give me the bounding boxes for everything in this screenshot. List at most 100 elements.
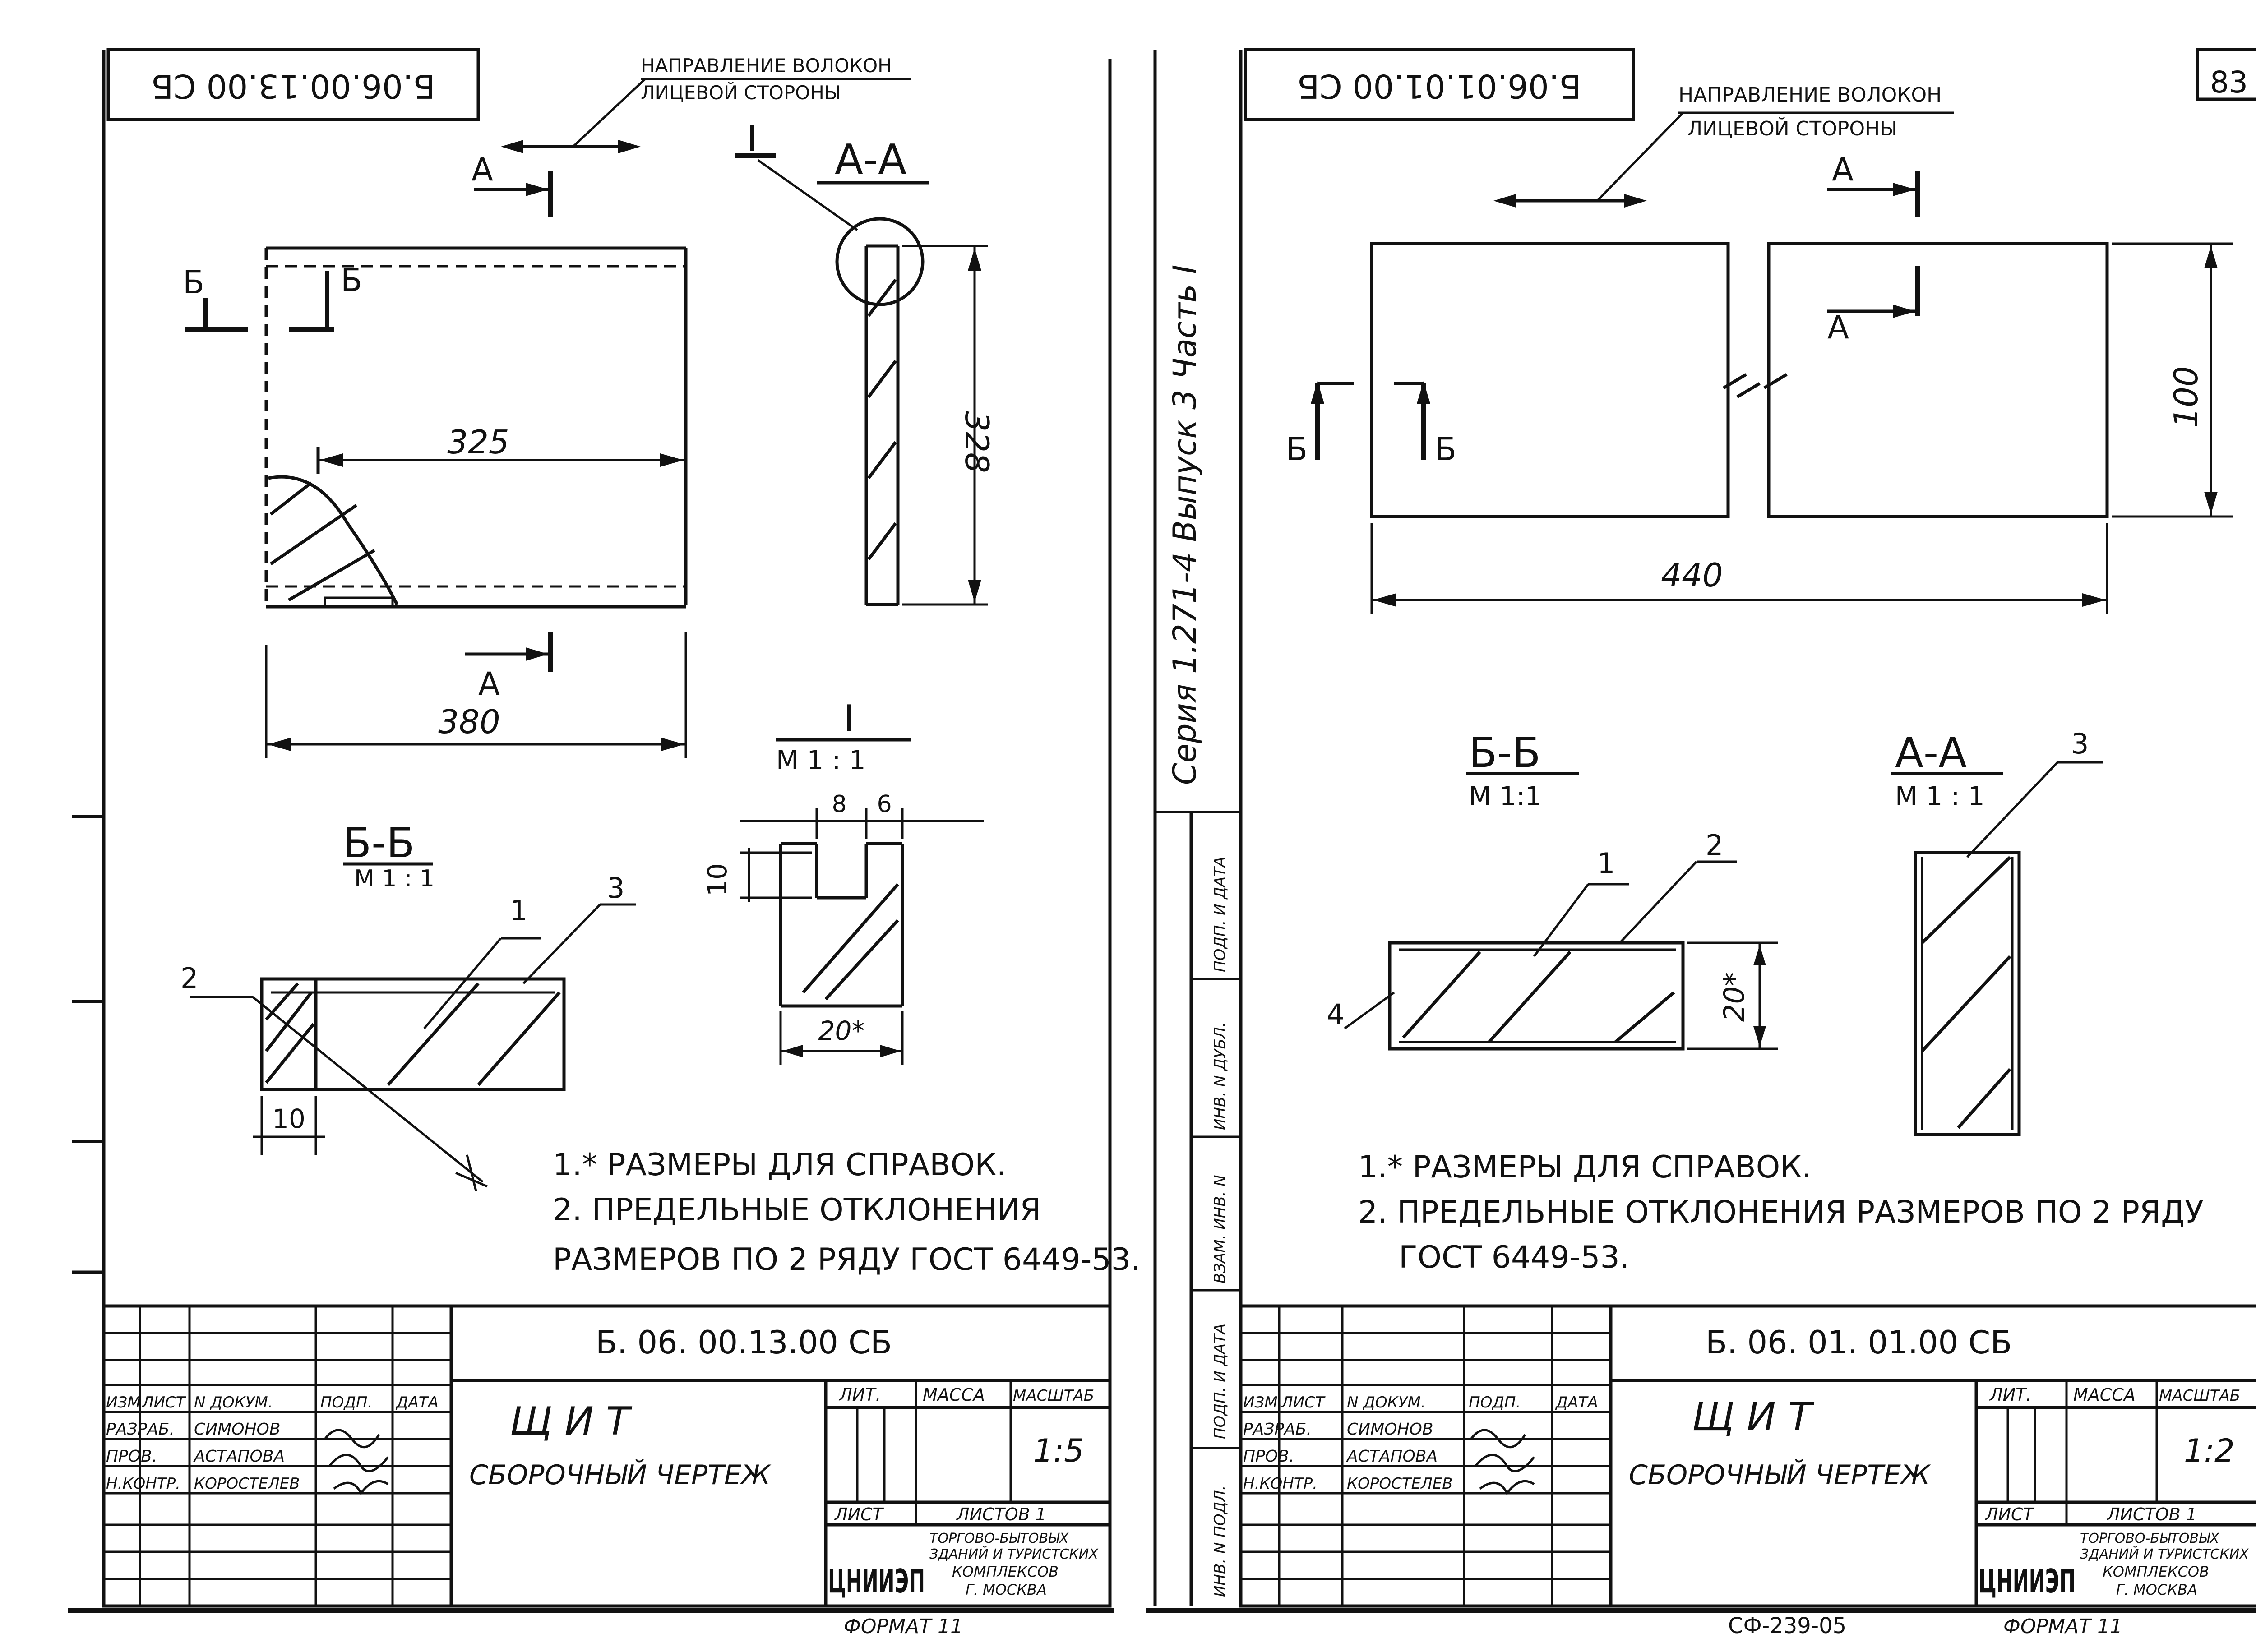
side-stamp-0: ИНВ. N ПОДЛ. <box>1211 1486 1229 1597</box>
right-sheet: ИНВ. N ПОДЛ. ПОДП. И ДАТА ВЗАМ. ИНВ. N И… <box>1146 48 2256 1638</box>
side-stamp-2: ВЗАМ. ИНВ. N <box>1211 1175 1229 1283</box>
org-line-1-right: ТОРГОВО-БЫТОВЫХ <box>2080 1531 2220 1546</box>
org-logo-right: ЦНИИЭП <box>1979 1562 2076 1600</box>
org-line-1: ТОРГОВО-БЫТОВЫХ <box>929 1531 1069 1546</box>
drawing-title-right: Щ И Т <box>1692 1394 1815 1440</box>
dim-8: 8 <box>832 791 846 818</box>
section-aa-scale-right: М 1 : 1 <box>1895 781 1985 812</box>
format-label: ФОРМАТ 11 <box>844 1615 963 1638</box>
section-b-label-2: Б <box>341 262 362 299</box>
dim-440: 440 <box>1661 556 1723 594</box>
section-a-top-label-right: А <box>1832 151 1854 188</box>
note-1-right: 1.* РАЗМЕРЫ ДЛЯ СПРАВОК. <box>1358 1149 1812 1185</box>
section-bb-scale-right: М 1:1 <box>1469 781 1542 812</box>
side-stamp-1: ПОДП. И ДАТА <box>1211 1324 1229 1439</box>
dim-380: 380 <box>438 703 500 741</box>
dim-328: 328 <box>958 411 996 473</box>
tb-name-1: АСТАПОВА <box>193 1447 285 1466</box>
tb-mass-right: МАССА <box>2073 1385 2136 1405</box>
section-bb-scale: М 1 : 1 <box>354 865 435 892</box>
org-line-3-right: КОМПЛЕКСОВ <box>2103 1563 2209 1580</box>
tb-head-doc-right: N ДОКУМ. <box>1347 1394 1426 1412</box>
note-3-right: ГОСТ 6449-53. <box>1399 1240 1629 1275</box>
section-bb-profile-right <box>1388 941 1685 1051</box>
tb-name-2-right: КОРОСТЕЛЕВ <box>1347 1475 1453 1493</box>
tb-name-0-right: СИМОНОВ <box>1347 1420 1433 1439</box>
drawing-code-right: Б. 06. 01. 01.00 СБ <box>1706 1324 2012 1361</box>
tb-scale-head-right: МАСШТАБ <box>2159 1387 2240 1405</box>
dim-100: 100 <box>2167 366 2205 428</box>
detail-I-profile <box>779 842 904 1008</box>
tb-scale-value-right: 1:2 <box>2184 1432 2235 1469</box>
drawing-code: Б. 06. 00.13.00 СБ <box>596 1324 892 1361</box>
tb-name-0: СИМОНОВ <box>194 1420 281 1439</box>
position-3-right: 3 <box>2071 727 2089 760</box>
left-sheet: Б.06.00.13.00 СБ НАПРАВЛЕНИЕ ВОЛОКОН ЛИЦ… <box>68 48 1141 1638</box>
tb-role-1-right: ПРОВ. <box>1243 1447 1294 1466</box>
tb-name-1-right: АСТАПОВА <box>1346 1447 1438 1466</box>
tb-head-izm: ИЗМ. <box>106 1394 145 1412</box>
detail-I-scale: М 1 : 1 <box>776 745 866 775</box>
dim-325: 325 <box>447 423 509 461</box>
section-a-bottom-label: А <box>478 665 500 702</box>
position-2: 2 <box>180 962 198 995</box>
series-vertical-label: Серия 1.271-4 Выпуск 3 Часть I <box>1166 265 1203 785</box>
tb-head-date: ДАТА <box>395 1394 439 1412</box>
tb-head-date-right: ДАТА <box>1555 1394 1598 1412</box>
section-bb-title-right: Б-Б <box>1469 729 1540 777</box>
section-b-label-1: Б <box>183 264 204 301</box>
position-2-right: 2 <box>1706 829 1723 862</box>
dim-6: 6 <box>877 791 892 818</box>
section-aa-profile-right <box>1914 851 2021 1136</box>
position-4-right: 4 <box>1327 998 1344 1031</box>
tb-role-0-right: РАЗРАБ. <box>1243 1420 1312 1439</box>
page-number-box <box>2196 48 2256 101</box>
tb-head-list: ЛИСТ <box>141 1394 186 1412</box>
top-stamp-box-right <box>1244 48 1635 121</box>
archive-number: СФ-239-05 <box>1728 1613 1846 1638</box>
side-stamp-4: ПОДП. И ДАТА <box>1211 857 1229 972</box>
note-2-right: 2. ПРЕДЕЛЬНЫЕ ОТКЛОНЕНИЯ РАЗМЕРОВ ПО 2 Р… <box>1358 1195 2204 1230</box>
org-logo: ЦНИИЭП <box>828 1562 925 1600</box>
page-number: 83 <box>2210 65 2248 100</box>
section-a-top-label: А <box>472 151 493 188</box>
drawing-subtitle: СБОРОЧНЫЙ ЧЕРТЕЖ <box>469 1459 772 1491</box>
position-1: 1 <box>510 894 527 927</box>
right-title-block <box>1239 1304 2256 1608</box>
dim-20-right: 20* <box>1718 972 1751 1022</box>
top-stamp-code-right: Б.06.01.01.00 СБ <box>1297 67 1581 105</box>
tb-head-podp-right: ПОДП. <box>1469 1394 1521 1412</box>
tb-role-2-right: Н.КОНТР. <box>1243 1475 1318 1493</box>
tb-role-0: РАЗРАБ. <box>106 1420 175 1439</box>
drawing-title: Щ И Т <box>510 1399 633 1444</box>
detail-ref-I: I <box>747 118 758 160</box>
tb-sheets-right: ЛИСТОВ 1 <box>2106 1504 2197 1524</box>
fiber-direction-label-2: ЛИЦЕВОЙ СТОРОНЫ <box>641 81 841 104</box>
fiber-direction-label: НАПРАВЛЕНИЕ ВОЛОКОН <box>641 55 892 77</box>
tb-head-podp: ПОДП. <box>320 1394 372 1412</box>
tb-lit-right: ЛИТ. <box>1989 1385 2031 1405</box>
note-1: 1.* РАЗМЕРЫ ДЛЯ СПРАВОК. <box>553 1147 1006 1183</box>
tb-head-izm-right: ИЗМ. <box>1243 1394 1282 1412</box>
org-line-2-right: ЗДАНИЙ И ТУРИСТСКИХ <box>2080 1546 2249 1562</box>
section-bb-title: Б-Б <box>343 819 415 867</box>
side-stamp-3: ИНВ. N ДУБЛ. <box>1211 1022 1229 1130</box>
tb-name-2: КОРОСТЕЛЕВ <box>194 1475 300 1493</box>
tb-sheets: ЛИСТОВ 1 <box>956 1504 1046 1524</box>
top-stamp-code: Б.06.00.13.00 СБ <box>151 67 435 105</box>
org-line-3: КОМПЛЕКСОВ <box>952 1563 1059 1580</box>
tb-role-1: ПРОВ. <box>106 1447 157 1466</box>
dim-20: 20* <box>818 1015 865 1046</box>
panel-plan-view <box>264 246 688 609</box>
section-aa-title-right: А-А <box>1895 729 1967 777</box>
panel-plan-view-right <box>1370 242 2109 518</box>
detail-I-title: I <box>844 697 855 739</box>
tb-mass: МАССА <box>923 1385 985 1405</box>
tb-head-list-right: ЛИСТ <box>1281 1394 1326 1412</box>
left-title-block <box>102 1304 1112 1608</box>
tb-scale-head: МАСШТАБ <box>1013 1387 1094 1405</box>
tb-sheet-right: ЛИСТ <box>1984 1504 2035 1524</box>
note-2: 2. ПРЕДЕЛЬНЫЕ ОТКЛОНЕНИЯ <box>553 1192 1041 1228</box>
dim-10-vertical: 10 <box>702 863 733 896</box>
